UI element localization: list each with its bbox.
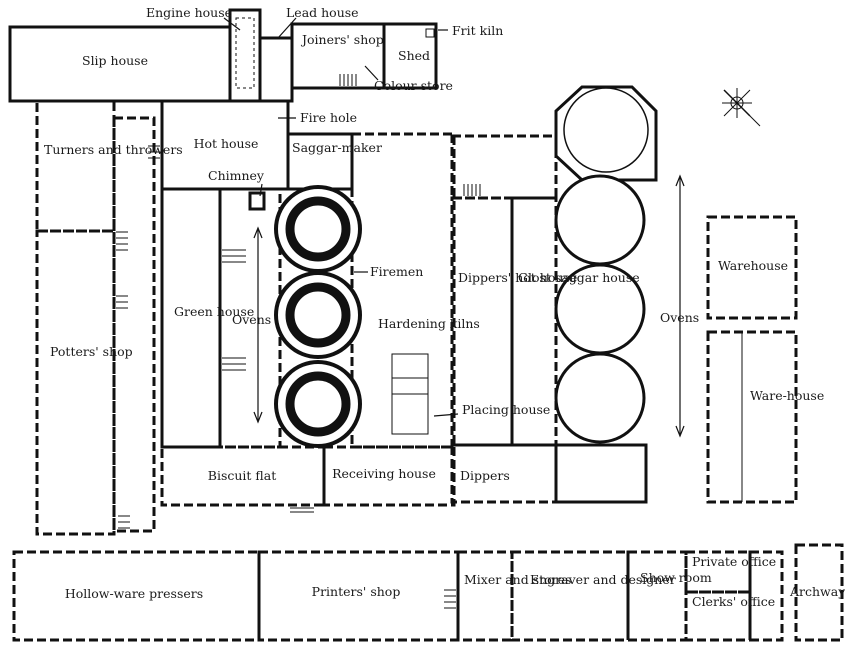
label-lead-house: Lead house xyxy=(286,5,359,20)
warehouses xyxy=(706,215,798,504)
label-ovens-right: Ovens xyxy=(660,310,699,325)
label-firemen: Firemen xyxy=(370,264,423,279)
room-labels: Engine house Lead house Frit kiln Slip h… xyxy=(44,5,845,609)
label-show-room: Show room xyxy=(640,570,712,585)
label-hardening-kilns: Hardening kilns xyxy=(378,316,480,331)
central-block xyxy=(160,99,456,513)
label-ovens-left: Ovens xyxy=(232,312,271,327)
label-printers-shop: Printers' shop xyxy=(312,584,401,599)
label-archway: Archway xyxy=(789,584,845,599)
label-slip-house: Slip house xyxy=(82,53,148,68)
label-engine-house: Engine house xyxy=(146,5,232,20)
pointer-lines xyxy=(223,17,459,417)
label-dippers: Dippers xyxy=(460,468,510,483)
label-placing-house: Placing house xyxy=(462,402,550,417)
label-mixer-stores: Mixer and stores xyxy=(464,572,571,587)
label-frit-kiln: Frit kiln xyxy=(452,23,503,38)
label-colour-store: Colour store xyxy=(374,78,453,93)
label-clerks-office: Clerks' office xyxy=(692,594,775,609)
label-dippers-hot-house: Dippers' hot house xyxy=(458,270,577,285)
label-saggar-maker: Saggar-maker xyxy=(292,140,382,155)
label-green-house: Green house xyxy=(174,304,254,319)
label-warehouse-lower: Ware-house xyxy=(750,388,824,403)
label-private-office: Private office xyxy=(692,554,776,569)
label-fire-hole: Fire hole xyxy=(300,110,357,125)
label-receiving-house: Receiving house xyxy=(332,466,436,481)
label-turners-throwers: Turners and throwers xyxy=(44,142,183,157)
label-hollow-ware-pressers: Hollow-ware pressers xyxy=(65,586,203,601)
glost-block xyxy=(450,85,685,504)
label-warehouse-upper: Warehouse xyxy=(718,258,788,273)
label-biscuit-flat: Biscuit flat xyxy=(208,468,276,483)
label-hot-house: Hot house xyxy=(194,136,259,151)
compass-rose-icon xyxy=(722,88,761,127)
label-shed: Shed xyxy=(398,48,430,63)
left-range xyxy=(35,99,160,536)
label-engraver-designer: Engraver and designer xyxy=(530,572,676,587)
label-chimney: Chimney xyxy=(208,168,265,183)
bottom-range xyxy=(12,543,844,642)
label-potters-shop: Potters' shop xyxy=(50,344,133,359)
label-glost-saggar-house: Glost saggar house xyxy=(518,270,640,285)
label-joiners-shop: Joiners' shop xyxy=(300,32,384,47)
top-range xyxy=(8,8,438,103)
left-ovens xyxy=(274,185,362,448)
